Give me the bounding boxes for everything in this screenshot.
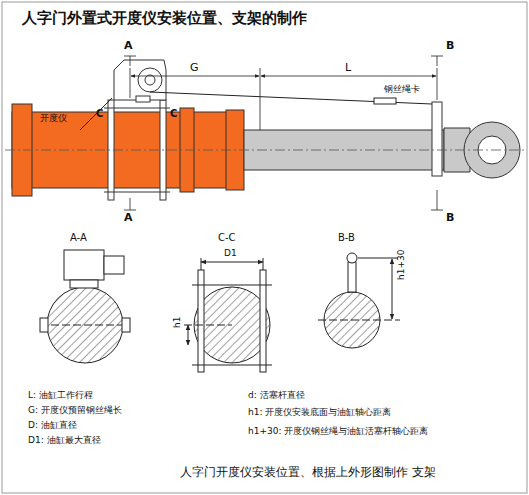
note: h1+30: 开度仪钢丝绳与油缸活塞杆轴心距离 bbox=[248, 426, 428, 436]
note: D: 油缸直径 bbox=[28, 420, 77, 430]
title: 人字门外置式开度仪安装位置、支架的制作 bbox=[22, 10, 307, 27]
dimension: L bbox=[345, 62, 351, 75]
view-title: A-A bbox=[70, 232, 87, 244]
note: D1: 油缸最大直径 bbox=[28, 435, 101, 445]
section-mark: B bbox=[446, 212, 454, 225]
section-mark: B bbox=[446, 40, 454, 53]
dimension: h1+30 bbox=[396, 250, 406, 280]
section-mark: C bbox=[96, 108, 103, 120]
caption: 人字门开度仪安装位置、根据上外形图制作 支架 bbox=[180, 466, 436, 480]
view-title: C-C bbox=[218, 232, 236, 244]
note: d: 活塞杆直径 bbox=[248, 390, 305, 400]
section-mark: A bbox=[124, 212, 133, 225]
dimension: D1 bbox=[224, 248, 237, 258]
view-title: B-B bbox=[338, 232, 355, 244]
section-mark: A bbox=[124, 40, 133, 53]
note: L: 油缸工作行程 bbox=[28, 390, 93, 400]
note: h1: 开度仪安装底面与油缸轴心距离 bbox=[248, 407, 391, 417]
part-name: 钢丝绳卡 bbox=[384, 84, 420, 94]
dimension: G bbox=[190, 62, 199, 75]
part-name: 开度仪 bbox=[40, 113, 67, 123]
section-mark: C bbox=[170, 108, 177, 120]
dimension: h1 bbox=[172, 317, 182, 328]
note: G: 开度仪预留钢丝绳长 bbox=[28, 405, 122, 415]
